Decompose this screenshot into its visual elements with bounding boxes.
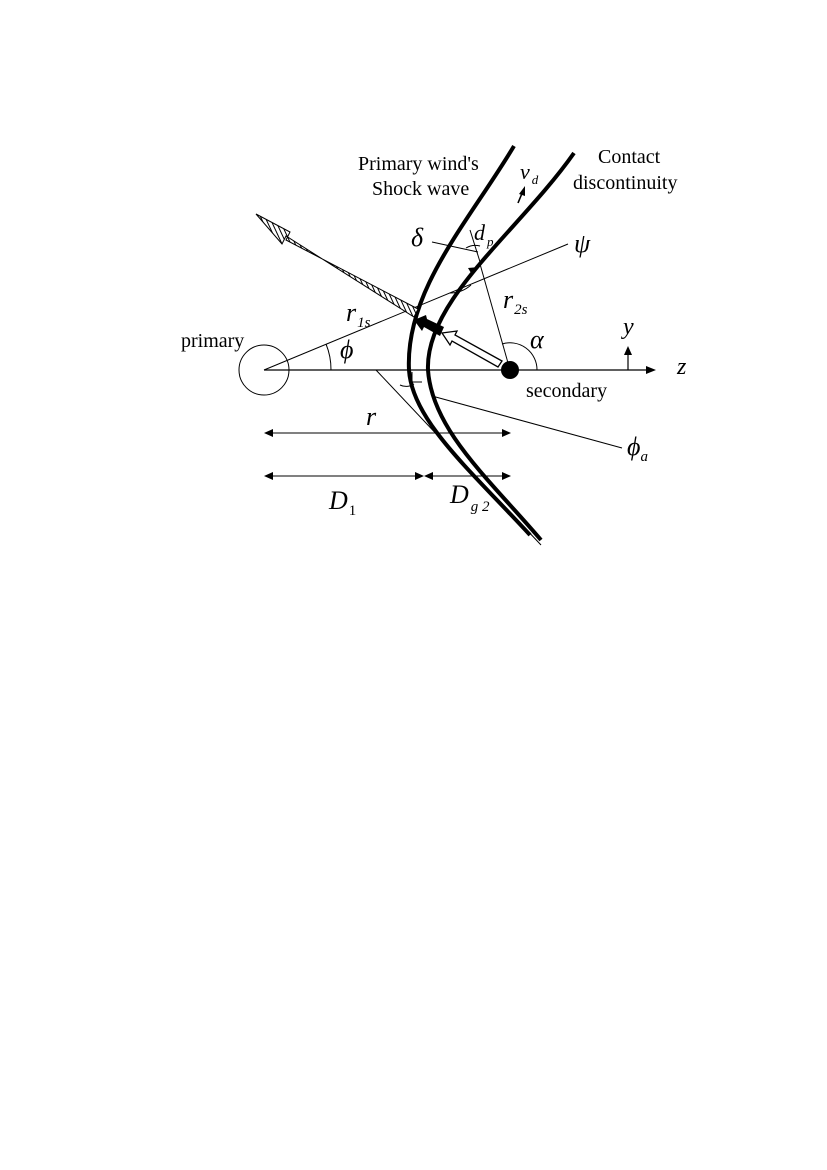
dimension-d1 [264, 472, 424, 480]
z-axis [264, 366, 656, 374]
dimension-dg2 [424, 472, 511, 480]
dimension-r [264, 429, 511, 437]
psi-line-arrowhead [468, 267, 479, 273]
delta-arc [465, 244, 481, 249]
delta-pointer [431, 241, 479, 253]
contact-discontinuity-curve [425, 151, 576, 542]
contact-label-line2: discontinuity [573, 172, 677, 194]
phi-label: ϕ [340, 335, 353, 364]
d1-label: D1 [328, 486, 356, 519]
shock-wave-curve [406, 144, 532, 537]
r-label: r [366, 402, 377, 431]
y-label: y [621, 314, 634, 340]
r2s-label: r2s [503, 285, 528, 318]
psi-arc [449, 284, 472, 294]
psi-line [263, 243, 569, 371]
delta-label: δ [411, 223, 424, 252]
r2s-line [479, 263, 511, 371]
secondary-label: secondary [526, 380, 607, 402]
vd-arrow [517, 186, 525, 204]
dp-tick [469, 229, 482, 266]
shock-label-line1: Primary wind's [358, 153, 479, 175]
alpha-label: α [530, 325, 545, 354]
primary-wind-arrow [255, 213, 419, 318]
psi-label: ψ [574, 229, 591, 258]
phi-a-pointer [431, 395, 623, 449]
phi-a-label: ϕa [627, 432, 648, 465]
secondary-wind-arrow [440, 330, 503, 368]
z-label: z [676, 354, 687, 380]
vertex-mark [411, 372, 422, 383]
phi-arc [325, 343, 332, 371]
primary-label: primary [181, 330, 244, 352]
alpha-arc [501, 342, 538, 371]
r1s-label: r1s [346, 298, 371, 331]
shock-normal-arrow [414, 315, 444, 336]
primary-star [238, 344, 290, 396]
vertex-arc [399, 383, 415, 387]
contact-label-line1: Contact [598, 146, 661, 168]
y-axis [624, 346, 632, 370]
shock-label-line2: Shock wave [372, 178, 469, 200]
